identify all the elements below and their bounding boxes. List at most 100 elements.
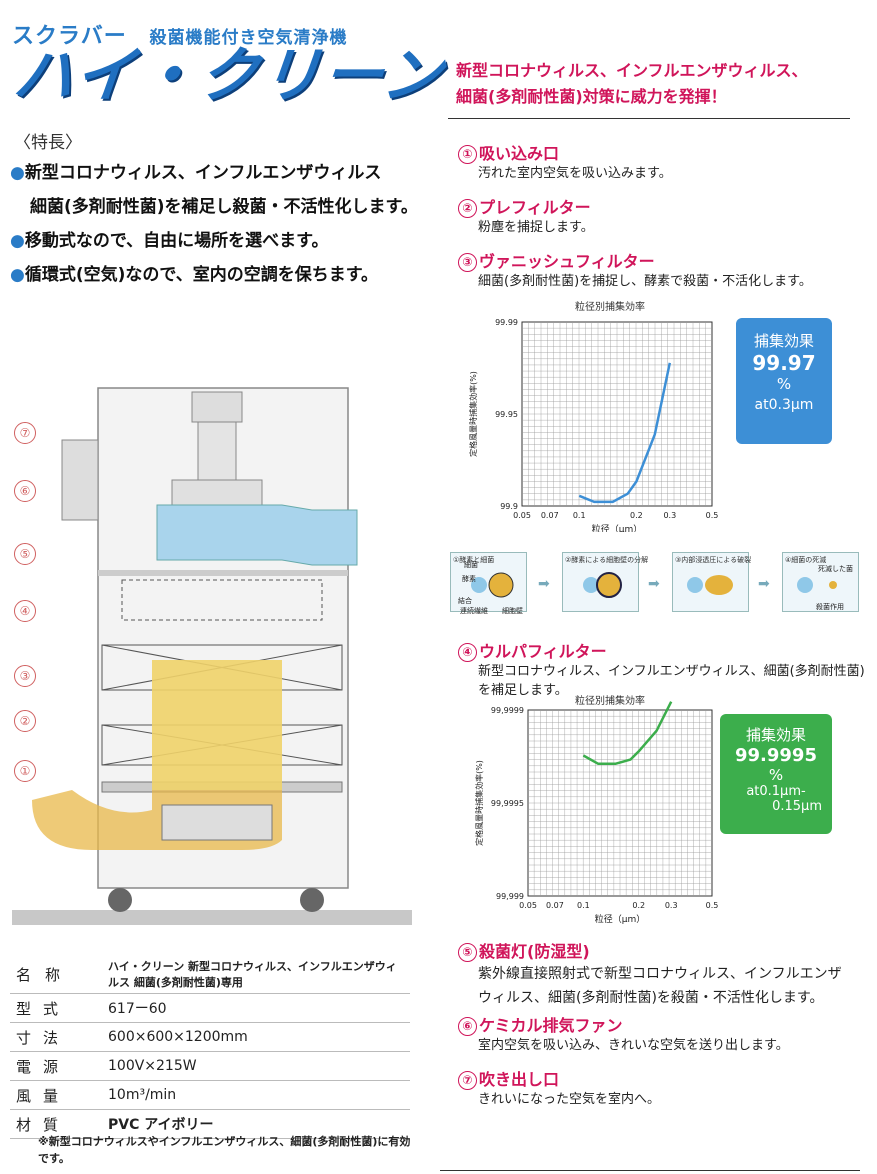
y-tick-label: 99,9999 xyxy=(491,706,524,715)
x-tick-label: 0.5 xyxy=(706,511,719,520)
features-title: 〈特長〉 xyxy=(14,133,82,153)
spec-value: 100V×215W xyxy=(102,1051,410,1081)
brand-header: スクラバー 殺菌機能付き空気清浄機 xyxy=(12,18,347,50)
x-axis-label: 粒径（μm） xyxy=(592,523,643,532)
part-number: ① xyxy=(458,145,477,164)
x-tick-label: 0.3 xyxy=(663,511,676,520)
callout-1: ① xyxy=(14,760,36,782)
badge-unit: % xyxy=(776,375,792,393)
x-tick-label: 0.2 xyxy=(630,511,643,520)
part-title: ウルパフィルター xyxy=(479,642,607,661)
brand-name: スクラバー xyxy=(12,24,127,49)
badge-label: 捕集効果 xyxy=(745,726,806,744)
x-tick-label: 0.1 xyxy=(573,511,586,520)
x-tick-label: 0.1 xyxy=(577,901,590,910)
x-tick-label: 0.07 xyxy=(546,901,564,910)
x-tick-label: 0.05 xyxy=(519,901,537,910)
part-title: ヴァニッシュフィルター xyxy=(479,252,655,271)
part-desc: を補足します。 xyxy=(478,683,568,698)
part-number: ⑤ xyxy=(458,943,477,962)
process-step-label: ①酵素と細菌 xyxy=(453,556,495,564)
product-logo: ハイ・クリーン xyxy=(10,41,448,111)
y-axis-label: 定格風量時捕集効率(%) xyxy=(468,371,478,457)
spec-key: 寸法 xyxy=(10,1022,102,1052)
y-tick-label: 99,999 xyxy=(496,892,524,901)
efficiency-badge-1: 捕集効果 99.97 % at0.3μm xyxy=(736,318,832,444)
feature-text: 細菌(多剤耐性菌)を補足し殺菌・不活性化します。 xyxy=(30,197,418,217)
badge-condition: at0.1μm- xyxy=(746,784,806,799)
headline: 新型コロナウィルス、インフルエンザウィルス、 細菌(多剤耐性菌)対策に威力を発揮… xyxy=(456,58,808,110)
badge-value: 99.97 xyxy=(752,351,816,375)
part-number: ③ xyxy=(458,253,477,272)
feature-item: ●新型コロナウィルス、インフルエンザウィルス xyxy=(10,156,381,190)
feature-text: 移動式なので、自由に場所を選べます。 xyxy=(24,231,329,251)
spec-value: 600×600×1200mm xyxy=(102,1022,410,1052)
series-line xyxy=(582,701,673,765)
spec-value: 10m³/min xyxy=(102,1080,410,1110)
y-tick-label: 99.95 xyxy=(495,410,518,419)
y-tick-label: 99.9 xyxy=(500,502,518,511)
feature-item: ●循環式(空気)なので、室内の空調を保ちます。 xyxy=(10,258,378,292)
badge-condition: 0.15μm xyxy=(772,799,822,814)
feature-item: 細菌(多剤耐性菌)を補足し殺菌・不活性化します。 xyxy=(30,190,418,224)
chart-title: 粒径別捕集効率 xyxy=(575,696,645,707)
spec-table: 名称ハイ・クリーン 新型コロナウィルス、インフルエンザウィルス 細菌(多剤耐性菌… xyxy=(10,955,410,1139)
machine-illustration xyxy=(12,387,412,925)
series-line xyxy=(578,362,672,504)
arrow-right-icon: ➡ xyxy=(758,576,770,592)
badge-value: 99.9995 xyxy=(735,745,817,766)
part-title: プレフィルター xyxy=(479,198,591,217)
table-row: 名称ハイ・クリーン 新型コロナウィルス、インフルエンザウィルス 細菌(多剤耐性菌… xyxy=(10,955,410,994)
part-desc: きれいになった空気を室内へ。 xyxy=(478,1092,661,1107)
badge-label: 捕集効果 xyxy=(753,332,814,350)
bullet-icon: ● xyxy=(10,231,25,251)
part-desc: 室内空気を吸い込み、きれいな空気を送り出します。 xyxy=(478,1038,789,1053)
process-step: ②酵素による細胞壁の分解 xyxy=(562,552,648,612)
feature-item: ●移動式なので、自由に場所を選べます。 xyxy=(10,224,328,258)
spec-key: 電源 xyxy=(10,1051,102,1081)
spec-value: ハイ・クリーン 新型コロナウィルス、インフルエンザウィルス 細菌(多剤耐性菌)専… xyxy=(102,955,410,994)
headline-line2: 細菌(多剤耐性菌)対策に威力を発揮！ xyxy=(456,87,727,106)
y-axis-label: 定格風量時捕集効率(%) xyxy=(474,760,484,846)
part-desc: 粉塵を捕捉します。 xyxy=(478,220,594,235)
spec-value: 617ー60 xyxy=(102,993,410,1023)
part-title: 殺菌灯(防湿型) xyxy=(479,942,590,961)
part-desc: 汚れた室内空気を吸い込みます。 xyxy=(478,166,672,181)
label-dead: 死滅した菌 xyxy=(818,565,853,573)
callout-7: ⑦ xyxy=(14,422,36,444)
process-step-label: ②酵素による細胞壁の分解 xyxy=(565,556,649,564)
bullet-icon: ● xyxy=(10,265,25,285)
spec-value: PVC アイボリー xyxy=(102,1109,410,1139)
callout-3: ③ xyxy=(14,665,36,687)
enzyme-process: ①酵素と細菌 ②酵素による細胞壁の分解 ③内部浸透圧による破裂 ④細菌の死滅 ➡… xyxy=(450,538,860,620)
x-axis-label: 粒径（μm） xyxy=(595,913,646,925)
process-step: ③内部浸透圧による破裂 xyxy=(672,552,751,612)
efficiency-badge-2: 捕集効果 99.9995 % at0.1μm- 0.15μm xyxy=(720,714,832,834)
spec-key: 風量 xyxy=(10,1080,102,1110)
process-step: ④細菌の死滅 xyxy=(782,552,859,612)
label-chain: 連続繊維 xyxy=(460,607,488,615)
label-action: 殺菌作用 xyxy=(816,603,844,611)
part-title: 吸い込み口 xyxy=(479,144,560,163)
x-tick-label: 0.3 xyxy=(665,901,678,910)
process-step-label: ④細菌の死滅 xyxy=(785,556,827,564)
feature-text: 新型コロナウィルス、インフルエンザウィルス xyxy=(24,163,382,183)
part-number: ④ xyxy=(458,643,477,662)
spec-key: 型式 xyxy=(10,993,102,1023)
badge-condition: at0.3μm xyxy=(754,397,814,413)
part-desc: 細菌(多剤耐性菌)を捕捉し、酵素で殺菌・不活化します。 xyxy=(478,274,812,289)
x-tick-label: 0.05 xyxy=(513,511,531,520)
spec-key: 名称 xyxy=(10,955,102,994)
